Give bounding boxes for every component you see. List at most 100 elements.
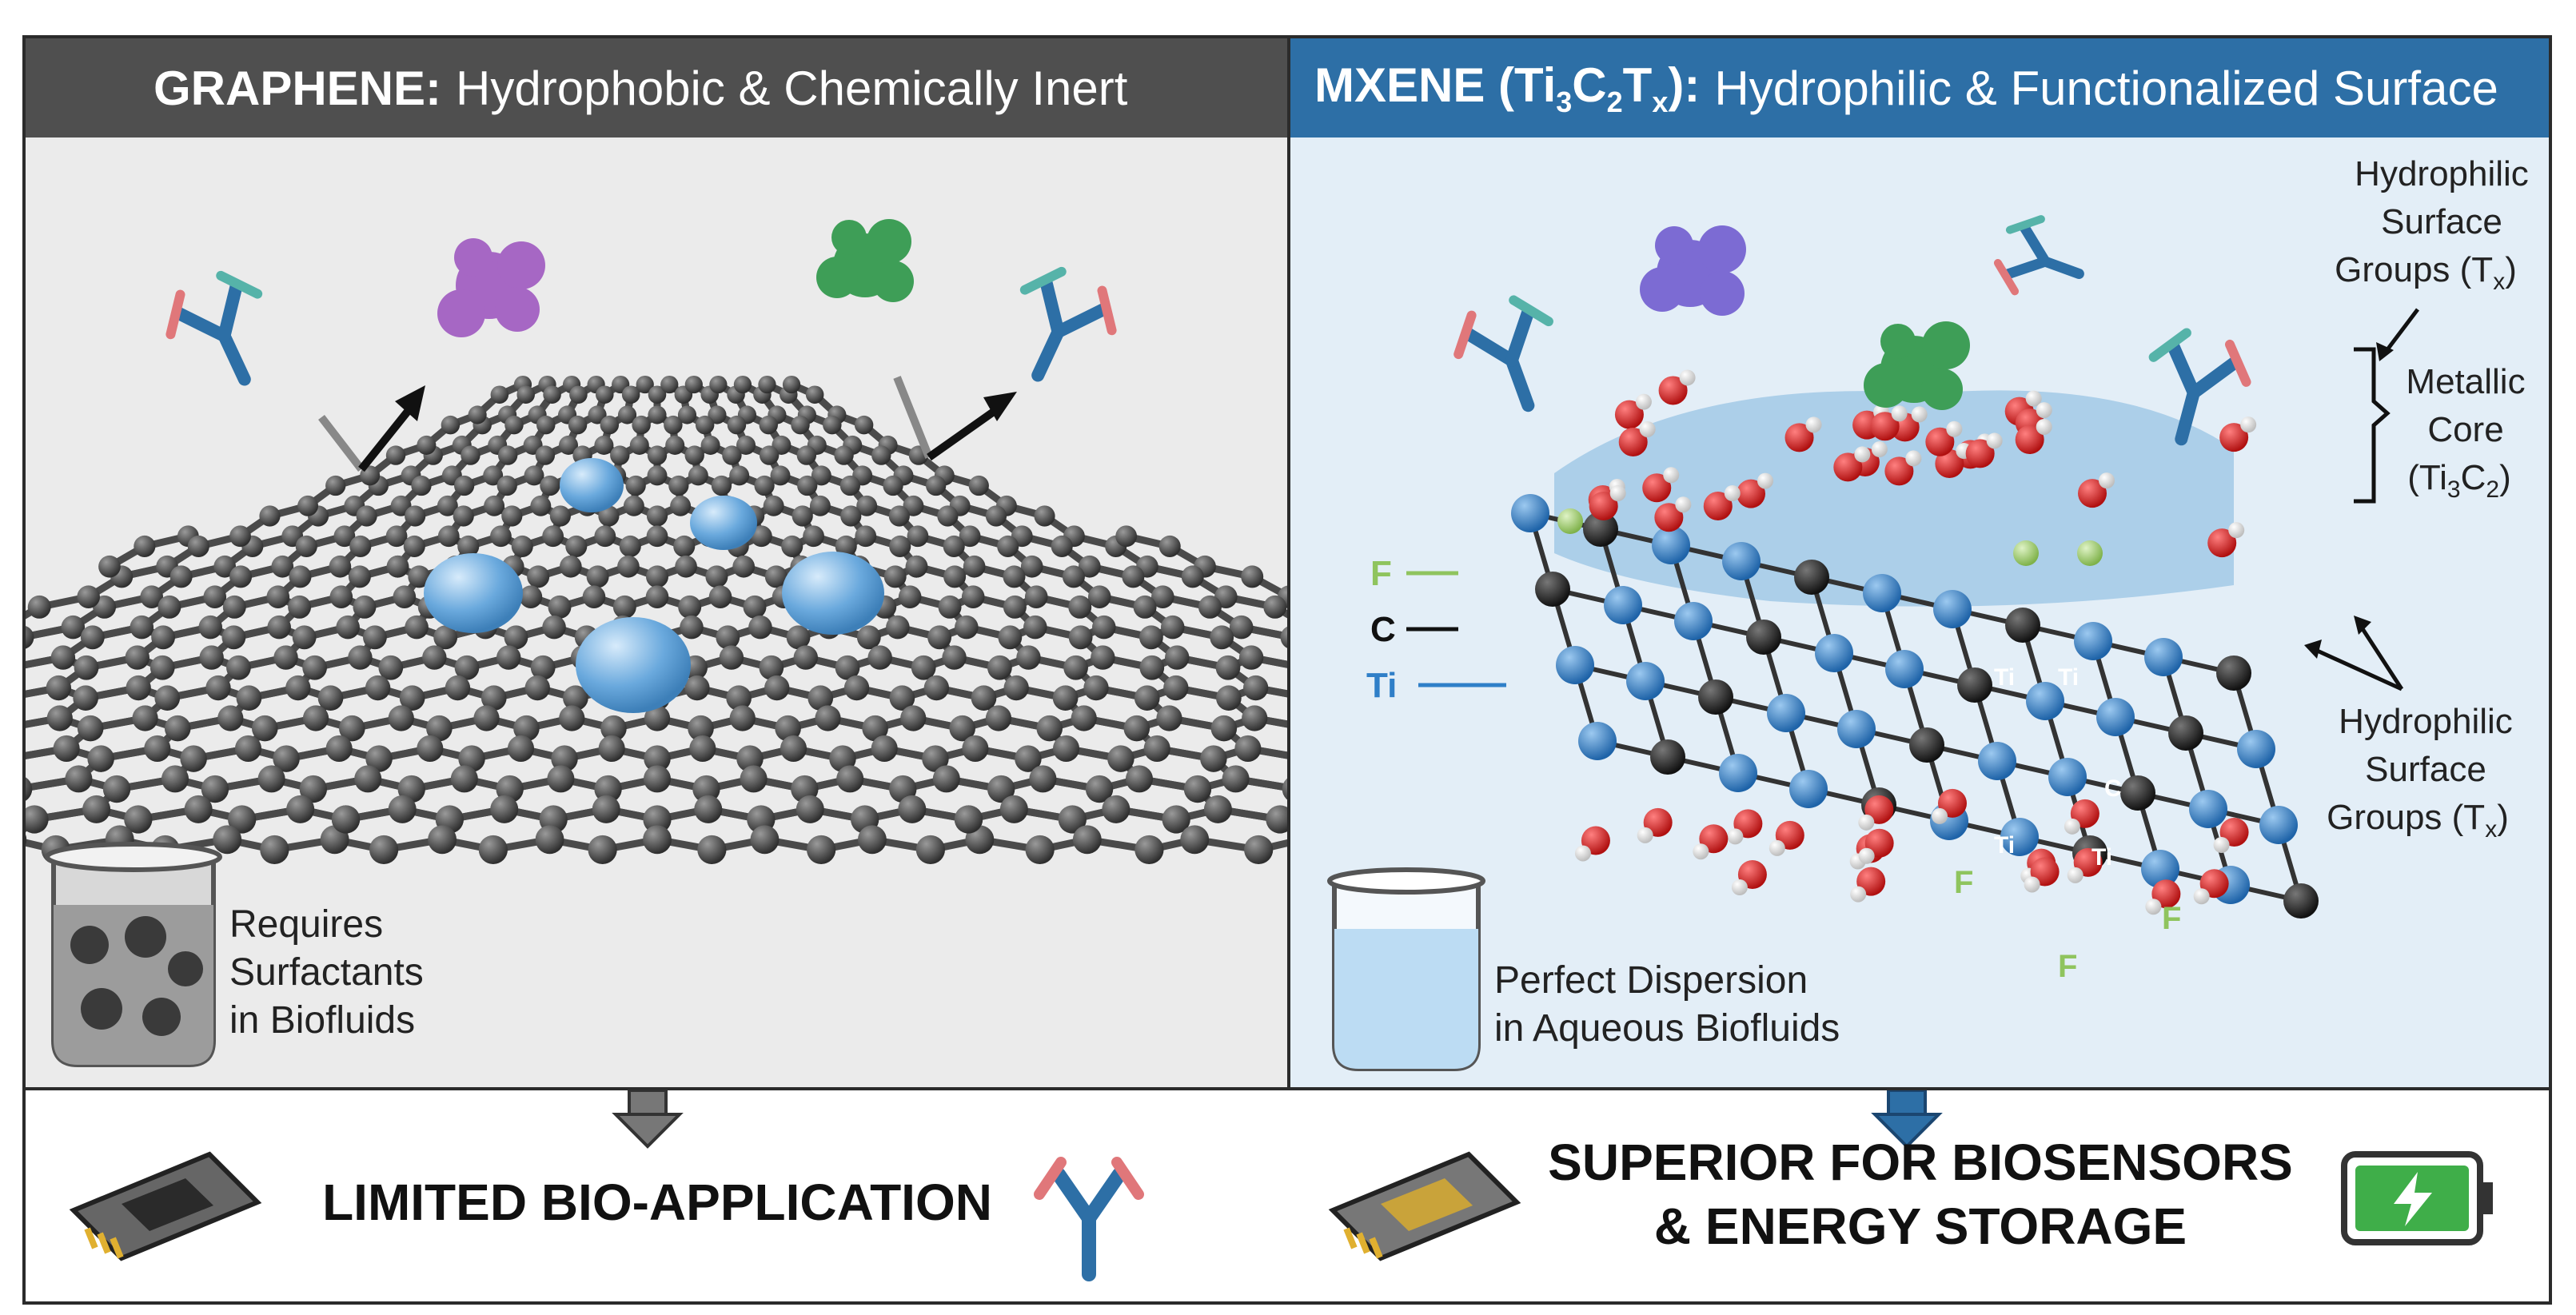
carbon-atom bbox=[1003, 675, 1029, 701]
carbon-atom bbox=[644, 745, 671, 772]
carbon-atom bbox=[646, 505, 668, 527]
mxene-header: MXENE (Ti3C2Tx): Hydrophilic & Functiona… bbox=[1290, 38, 2549, 137]
carbon-atom bbox=[1068, 595, 1092, 619]
carbon-atom bbox=[535, 445, 556, 465]
carbon-atom bbox=[184, 795, 213, 823]
carbon-atom bbox=[937, 505, 959, 527]
carbon-atom bbox=[285, 675, 311, 701]
repulsion-arrow-left bbox=[318, 385, 425, 472]
mxene-outcome-line2: & ENERGY STORAGE bbox=[1653, 1197, 2187, 1255]
titanium-atom bbox=[1933, 590, 1972, 628]
carbon-atom bbox=[213, 555, 237, 578]
carbon-atom bbox=[378, 655, 404, 680]
carbon-atom bbox=[675, 555, 697, 578]
carbon-atom bbox=[82, 795, 111, 823]
carbon-atom bbox=[213, 825, 242, 855]
carbon-atom bbox=[496, 645, 521, 670]
carbon-atom bbox=[339, 715, 365, 742]
legend-c: C bbox=[1370, 610, 1396, 649]
hydrogen-atom bbox=[1911, 406, 1928, 423]
carbon-atom bbox=[889, 535, 911, 557]
svg-text:Groups (Tx): Groups (Tx) bbox=[2335, 250, 2517, 295]
carbon-atom bbox=[759, 445, 780, 465]
carbon-atom bbox=[201, 775, 229, 803]
carbon-atom bbox=[393, 585, 417, 608]
carbon-atom bbox=[680, 615, 704, 640]
carbon-atom bbox=[1139, 655, 1165, 680]
carbon-atom bbox=[1024, 585, 1048, 608]
carbon-atom bbox=[540, 475, 560, 496]
svg-text:Core: Core bbox=[2427, 410, 2503, 449]
label-core: Metallic Core (Ti3C2) bbox=[2406, 362, 2525, 503]
oxygen-atom bbox=[2078, 479, 2107, 508]
hydrogen-atom bbox=[1805, 416, 1822, 433]
carbon-atom bbox=[811, 465, 831, 486]
carbon-atom bbox=[643, 825, 672, 855]
carbon-atom bbox=[600, 715, 627, 742]
carbon-atom bbox=[678, 595, 702, 619]
carbon-atom bbox=[369, 835, 399, 865]
carbon-atom bbox=[629, 435, 649, 455]
carbon-atom bbox=[722, 445, 742, 465]
carbon-atom bbox=[453, 505, 474, 527]
oxygen-atom bbox=[1589, 492, 1618, 521]
carbon-atom bbox=[791, 415, 810, 435]
carbon-atom bbox=[1139, 625, 1163, 650]
carbon-atom bbox=[594, 525, 616, 548]
carbon-atom bbox=[815, 705, 841, 731]
carbon-atom bbox=[496, 475, 517, 496]
carbon-atom bbox=[257, 765, 285, 793]
carbon-atom bbox=[805, 385, 824, 404]
carbon-atom bbox=[1151, 585, 1174, 608]
water-droplet bbox=[560, 458, 624, 512]
carbon-atom bbox=[786, 625, 811, 650]
svg-text:(Ti3C2): (Ti3C2) bbox=[2407, 458, 2510, 503]
carbon-atom bbox=[1162, 805, 1190, 834]
carbon-atom bbox=[1052, 735, 1080, 763]
carbon-atom bbox=[559, 705, 585, 731]
carbon-atom bbox=[125, 645, 150, 670]
carbon-atom bbox=[199, 645, 224, 670]
carbon-atom bbox=[267, 615, 291, 640]
carbon-atom bbox=[736, 745, 764, 772]
hydrogen-atom bbox=[2145, 899, 2162, 915]
carbon-atom bbox=[317, 685, 344, 711]
carbon-atom bbox=[1183, 775, 1212, 803]
water-droplet bbox=[576, 617, 691, 713]
carbon-atom bbox=[26, 777, 33, 801]
carbon-atom bbox=[923, 675, 950, 701]
down-arrow-right bbox=[1871, 1090, 1943, 1149]
carbon-atom bbox=[793, 645, 818, 670]
core-bracket bbox=[2354, 347, 2391, 504]
carbon-atom bbox=[385, 525, 408, 548]
oxygen-atom bbox=[1642, 473, 1672, 503]
carbon-atom bbox=[229, 525, 251, 548]
atom-tag-ti: Ti bbox=[2092, 844, 2112, 871]
atom-tag-c: C bbox=[2104, 775, 2122, 802]
carbon-atom bbox=[187, 535, 209, 557]
carbon-atom bbox=[1134, 835, 1164, 865]
graphene-title-rest: Hydrophobic & Chemically Inert bbox=[456, 61, 1128, 115]
carbon-atom bbox=[273, 745, 300, 772]
carbon-atom bbox=[719, 645, 744, 670]
carbon-atom bbox=[1210, 715, 1238, 742]
carbon-atom bbox=[647, 445, 668, 465]
carbon-atom bbox=[325, 735, 353, 763]
carbon-atom bbox=[1156, 705, 1182, 731]
carbon-atom bbox=[483, 465, 504, 486]
hydrogen-atom bbox=[1986, 432, 2003, 449]
graphene-beaker-note-line2: Surfactants bbox=[229, 951, 424, 994]
carbon-atom bbox=[700, 435, 720, 455]
carbon-atom bbox=[1003, 565, 1026, 588]
carbon-atom bbox=[535, 825, 564, 855]
label-bottom-groups: Hydrophilic Surface Groups (Tx) bbox=[2327, 702, 2513, 843]
titanium-atom bbox=[1837, 710, 1876, 748]
carbon-atom bbox=[1092, 615, 1116, 640]
carbon-atom bbox=[1160, 615, 1185, 640]
hydrogen-atom bbox=[2099, 472, 2115, 489]
titanium-atom bbox=[1885, 650, 1924, 688]
carbon-atom bbox=[997, 535, 1019, 557]
oxygen-atom bbox=[1658, 376, 1688, 405]
carbon-atom bbox=[726, 685, 752, 711]
carbon-atom bbox=[563, 685, 588, 711]
